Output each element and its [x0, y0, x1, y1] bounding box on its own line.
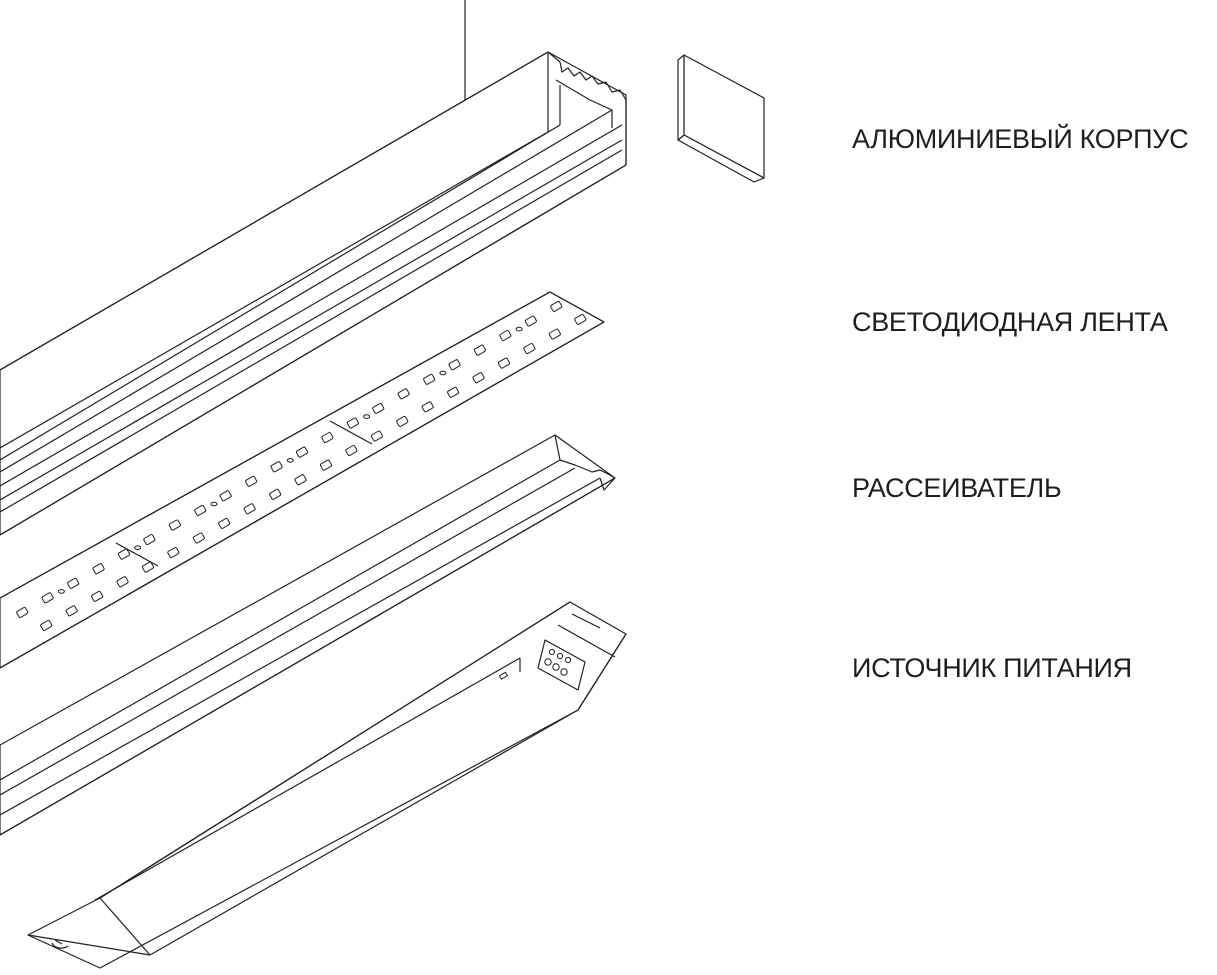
led-chip [245, 475, 258, 487]
diffuser [0, 434, 616, 836]
led-chip [295, 446, 308, 458]
led-chip [218, 517, 231, 529]
led-chip [346, 417, 359, 429]
led-chip [194, 504, 207, 516]
led-chip [294, 474, 307, 486]
led-chip [219, 490, 232, 502]
led-resistor [57, 589, 65, 594]
led-chip [574, 313, 587, 325]
led-chip [472, 372, 485, 384]
led-chip [473, 344, 486, 356]
aluminium-housing [0, 51, 627, 536]
led-chip [243, 503, 256, 515]
led-chip [141, 561, 154, 573]
label-aluminium-housing: АЛЮМИНИЕВЫЙ КОРПУС [852, 124, 1189, 154]
led-chip [192, 532, 205, 544]
led-chip [497, 357, 510, 369]
led-chip [269, 488, 282, 500]
led-resistor [363, 414, 371, 419]
led-chip [65, 605, 78, 617]
led-chip [116, 576, 129, 588]
led-chip [91, 590, 104, 602]
led-resistor [439, 370, 447, 376]
led-chip [117, 548, 130, 560]
label-power-supply: ИСТОЧНИК ПИТАНИЯ [852, 653, 1132, 683]
led-chip [168, 519, 181, 531]
led-chip [423, 373, 436, 385]
led-chip [319, 459, 332, 471]
led-chip [523, 343, 536, 355]
led-resistor [515, 326, 523, 332]
led-chip [92, 563, 105, 575]
power-supply [27, 601, 627, 969]
led-chip [167, 547, 180, 559]
led-chip [397, 388, 410, 400]
led-chip [448, 359, 461, 371]
led-resistor [134, 545, 142, 551]
led-chip [16, 606, 29, 618]
led-chip [270, 461, 283, 473]
led-chip [40, 619, 53, 631]
led-chip [321, 432, 334, 444]
led-chip [67, 577, 80, 589]
led-resistor [286, 458, 294, 463]
led-chip [345, 445, 358, 457]
led-chip [370, 430, 383, 442]
led-chip [421, 401, 434, 413]
led-chip [396, 415, 409, 427]
led-chip [550, 300, 563, 312]
led-chip [524, 315, 537, 327]
led-chip [372, 402, 385, 414]
label-diffuser: РАССЕИВАТЕЛЬ [852, 473, 1062, 503]
led-chip [41, 592, 54, 604]
led-chips [16, 300, 587, 631]
label-led-strip: СВЕТОДИОДНАЯ ЛЕНТА [852, 307, 1168, 337]
led-chip [499, 330, 512, 342]
led-resistor [210, 501, 218, 507]
led-chip [548, 328, 561, 340]
led-chip [447, 386, 460, 398]
led-chip [143, 534, 156, 546]
end-cap [677, 54, 765, 183]
